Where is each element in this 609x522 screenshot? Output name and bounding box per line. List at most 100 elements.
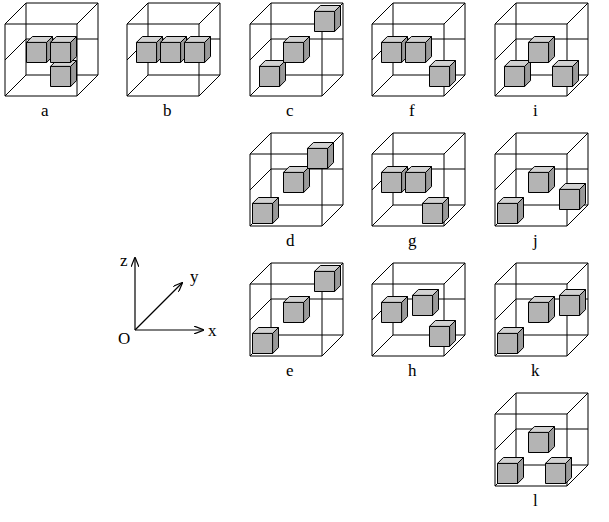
cube-side — [518, 458, 524, 484]
box-edge — [372, 133, 393, 154]
cube-front — [423, 203, 443, 223]
figure-letter: a — [41, 102, 49, 119]
box-edge — [271, 205, 343, 206]
cube-side — [328, 143, 334, 169]
cube-front — [529, 302, 549, 322]
cube-side — [549, 37, 555, 63]
cube-side — [205, 37, 211, 63]
box-edge — [250, 356, 322, 357]
cube-front — [382, 42, 402, 62]
box-edge — [148, 3, 220, 4]
box-edge — [495, 393, 516, 414]
figure-letter: i — [533, 102, 538, 119]
box-edge — [372, 3, 393, 24]
box-edge — [250, 226, 322, 227]
cube-front — [560, 189, 580, 209]
box-edge — [77, 75, 98, 96]
box-edge — [5, 75, 26, 96]
cube-side — [402, 297, 408, 323]
cube-front — [529, 432, 549, 452]
box-edge — [567, 393, 588, 414]
axis-label: z — [120, 252, 128, 269]
box-edge — [393, 133, 465, 134]
box-edge — [127, 24, 199, 25]
cube-front — [529, 172, 549, 192]
cube-front — [308, 148, 328, 168]
box-edge — [127, 75, 148, 96]
box-edge — [516, 335, 588, 336]
box-edge — [495, 486, 567, 487]
box-guide — [250, 39, 271, 60]
cube-front — [382, 172, 402, 192]
cube-front — [529, 42, 549, 62]
z-axis — [134, 258, 135, 330]
cube-side — [304, 297, 310, 323]
cube-front — [284, 302, 304, 322]
box-guide — [250, 169, 271, 190]
cube-front — [546, 463, 566, 483]
cube-front — [382, 302, 402, 322]
box-edge — [495, 96, 567, 97]
cube-side — [71, 61, 77, 87]
cube-side — [580, 290, 586, 316]
cube-front — [161, 42, 181, 62]
box-edge — [127, 3, 148, 24]
cube-front — [498, 463, 518, 483]
figure-letter: h — [408, 362, 417, 379]
figure-letter: b — [163, 102, 172, 119]
cube-front — [315, 271, 335, 291]
cube-side — [273, 328, 279, 354]
box-edge — [495, 3, 516, 24]
cube-side — [426, 37, 432, 63]
box-guide — [495, 39, 516, 60]
box-edge — [372, 226, 444, 227]
cube-front — [315, 11, 335, 31]
box-edge — [516, 393, 588, 394]
cube-front — [51, 66, 71, 86]
box-edge — [567, 263, 588, 284]
figure-letter: d — [286, 232, 295, 249]
box-edge — [372, 24, 444, 25]
box-edge — [444, 133, 465, 154]
cube-front — [284, 172, 304, 192]
box-edge — [495, 356, 567, 357]
box-edge — [26, 3, 98, 4]
cube-side — [273, 198, 279, 224]
cube-front — [498, 333, 518, 353]
box-edge — [322, 284, 323, 356]
box-edge — [567, 133, 588, 154]
box-edge — [5, 24, 77, 25]
figure-letter: l — [533, 492, 538, 509]
cube-side — [450, 321, 456, 347]
cube-side — [304, 167, 310, 193]
y-axis — [135, 283, 182, 330]
box-edge — [372, 96, 444, 97]
cube-side — [573, 61, 579, 87]
cube-side — [549, 427, 555, 453]
cube-side — [335, 266, 341, 292]
cube-front — [51, 42, 71, 62]
box-edge — [199, 3, 220, 24]
box-edge — [5, 3, 26, 24]
cube-front — [185, 42, 205, 62]
cube-side — [443, 198, 449, 224]
box-edge — [567, 335, 588, 356]
box-edge — [495, 263, 516, 284]
figure-letter: e — [286, 362, 294, 379]
cube-side — [566, 458, 572, 484]
box-edge — [322, 335, 343, 356]
cube-front — [253, 203, 273, 223]
box-edge — [516, 3, 588, 4]
box-edge — [516, 263, 588, 264]
box-edge — [250, 284, 322, 285]
box-edge — [516, 133, 588, 134]
box-edge — [77, 3, 98, 24]
cube-side — [280, 61, 286, 87]
cube-front — [430, 326, 450, 346]
box-edge — [444, 263, 465, 284]
box-edge — [372, 284, 444, 285]
box-edge — [495, 284, 567, 285]
box-edge — [322, 205, 343, 226]
